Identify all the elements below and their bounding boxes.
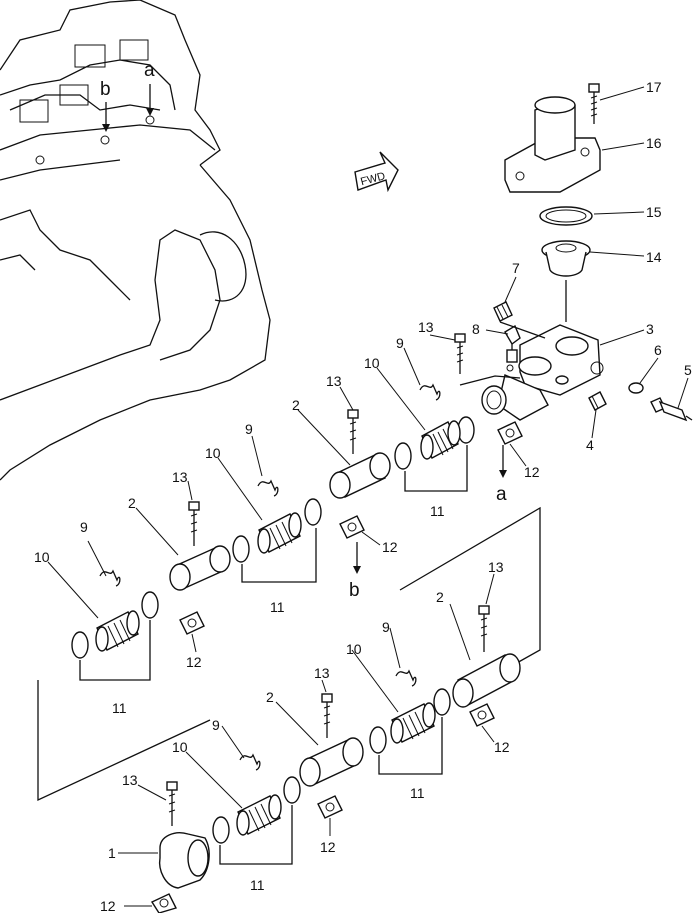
ref-label-a-housing: a bbox=[496, 484, 507, 505]
callout-10-e: 10 bbox=[172, 739, 188, 755]
callout-5: 5 bbox=[684, 362, 692, 378]
pipe-set-a bbox=[329, 383, 523, 499]
callout-11-b: 11 bbox=[270, 599, 285, 615]
callout-6: 6 bbox=[654, 342, 662, 358]
thermostat-housing-3 bbox=[481, 324, 604, 421]
pipe-set-d bbox=[452, 605, 521, 727]
callout-2-d: 2 bbox=[266, 689, 274, 705]
callout-12-d: 12 bbox=[494, 739, 510, 755]
callout-16: 16 bbox=[646, 135, 662, 151]
callout-11-e: 11 bbox=[250, 877, 265, 893]
callout-13-f: 13 bbox=[122, 772, 138, 788]
callout-14: 14 bbox=[646, 249, 662, 265]
callout-13-c: 13 bbox=[172, 469, 188, 485]
ref-marker-b-engine: b bbox=[100, 79, 111, 132]
callout-17: 17 bbox=[646, 79, 662, 95]
callout-10-a: 10 bbox=[364, 355, 380, 371]
callout-11-d: 11 bbox=[410, 785, 425, 801]
ref-marker-b-pipe: b bbox=[349, 542, 361, 601]
fitting-8 bbox=[504, 324, 521, 363]
callout-2-a: 2 bbox=[292, 397, 300, 413]
callout-9-a: 9 bbox=[396, 335, 404, 351]
callout-12-e: 12 bbox=[320, 839, 336, 855]
callout-2-b: 2 bbox=[128, 495, 136, 511]
ref-label-b-pipe: b bbox=[349, 580, 360, 601]
callout-12-b: 12 bbox=[382, 539, 398, 555]
ref-marker-a-housing: a bbox=[496, 445, 507, 505]
washer-6 bbox=[628, 382, 644, 394]
pipe-set-c bbox=[71, 569, 205, 681]
callout-1: 1 bbox=[108, 845, 116, 861]
ref-label-a: a bbox=[144, 60, 155, 81]
engine-block bbox=[0, 0, 271, 481]
sensor-5 bbox=[650, 397, 693, 422]
callout-9-b: 9 bbox=[245, 421, 253, 437]
bolt-13-housing bbox=[454, 333, 466, 374]
fwd-arrow: FWD bbox=[354, 151, 399, 193]
ref-label-b: b bbox=[100, 79, 111, 100]
callout-15: 15 bbox=[646, 204, 662, 220]
ref-marker-a-engine: a bbox=[144, 60, 155, 116]
thermostat-cover-16 bbox=[504, 96, 601, 193]
callout-10-d: 10 bbox=[346, 641, 362, 657]
callout-9-d: 9 bbox=[382, 619, 390, 635]
plug-4 bbox=[588, 391, 607, 411]
callout-13-e: 13 bbox=[314, 665, 330, 681]
callout-2-c: 2 bbox=[436, 589, 444, 605]
callout-10-b: 10 bbox=[205, 445, 221, 461]
callout-9-e: 9 bbox=[212, 717, 220, 733]
callout-9-c: 9 bbox=[80, 519, 88, 535]
thermostat-14 bbox=[541, 240, 591, 322]
callout-numbers: 17 16 15 14 3 7 8 6 5 4 13 9 10 2 12 11 … bbox=[34, 79, 692, 913]
callout-13-d: 13 bbox=[488, 559, 504, 575]
callout-4: 4 bbox=[586, 437, 594, 453]
callout-10-c: 10 bbox=[34, 549, 50, 565]
callout-3: 3 bbox=[646, 321, 654, 337]
plug-7 bbox=[493, 301, 513, 322]
callout-8: 8 bbox=[472, 321, 480, 337]
callout-7: 7 bbox=[512, 260, 520, 276]
callout-12-a: 12 bbox=[524, 464, 540, 480]
pipe-set-f bbox=[150, 753, 301, 913]
callout-11-a: 11 bbox=[430, 503, 445, 519]
pipe-set-e bbox=[299, 669, 451, 819]
callout-11-c: 11 bbox=[112, 700, 127, 716]
leader-lines bbox=[47, 86, 689, 907]
callout-13-a: 13 bbox=[418, 319, 434, 335]
callout-12-f: 12 bbox=[100, 898, 116, 913]
callout-13-b: 13 bbox=[326, 373, 342, 389]
pipe-set-b bbox=[169, 479, 365, 591]
bolt-17 bbox=[588, 83, 600, 124]
callout-12-c: 12 bbox=[186, 654, 202, 670]
